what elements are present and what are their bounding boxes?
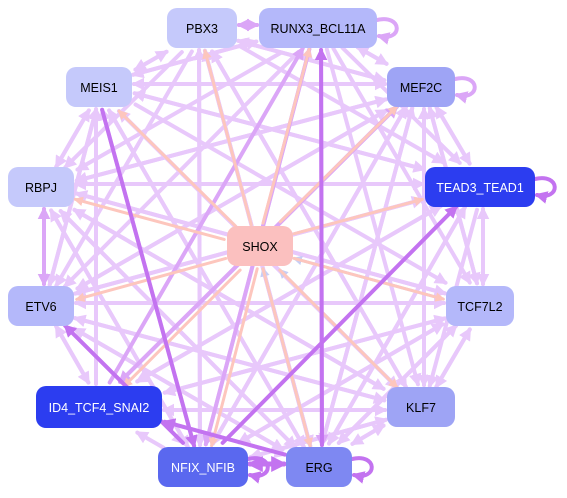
edge-tead3-tead1-to-erg (327, 205, 467, 446)
node-box (66, 67, 132, 107)
edge-shox-to-mef2c (278, 105, 399, 224)
node-label: KLF7 (406, 401, 436, 415)
node-shox[interactable]: SHOX (227, 226, 293, 266)
edge-meis1-to-tcf7l2 (133, 102, 448, 285)
edge-shox-to-tead3-tead1 (292, 196, 425, 236)
node-label: PBX3 (186, 22, 218, 36)
edge-rbpj-to-klf7 (72, 207, 386, 391)
edge-shox-to-id4-tcf4-snai2 (122, 268, 242, 388)
self-loops-layer (246, 17, 557, 484)
node-box (387, 387, 455, 427)
self-loop-nfix-nfib (246, 456, 270, 484)
edge-shox-to-runx3-bcl11a (261, 47, 312, 225)
edge-pbx3-to-nfix-nfib (193, 48, 207, 448)
node-label: TCF7L2 (457, 300, 502, 314)
node-label: RUNX3_BCL11A (271, 22, 367, 36)
edge-shox-to-rbpj (73, 196, 226, 241)
node-box (387, 67, 455, 107)
edge-erg-to-runx3-bcl11a (314, 47, 328, 447)
edge-shox-to-erg (261, 267, 313, 448)
node-rbpj[interactable]: RBPJ (8, 167, 74, 207)
node-tcf7l2[interactable]: TCF7L2 (446, 286, 514, 326)
edge-shox-to-tcf7l2 (292, 256, 446, 302)
edge-id4-tcf4-snai2-to-etv6 (54, 324, 91, 385)
edge-tead3-tead1-to-id4-tcf4-snai2 (135, 204, 443, 384)
edge-mef2c-to-nfix-nfib (211, 105, 408, 446)
edge-meis1-to-nfix-nfib (100, 107, 198, 449)
node-nfix-nfib[interactable]: NFIX_NFIB (158, 447, 248, 487)
edge-klf7-to-tcf7l2 (434, 327, 472, 389)
self-loop-runx3-bcl11a (375, 17, 399, 45)
node-erg[interactable]: ERG (286, 447, 352, 487)
edge-shox-to-etv6 (74, 256, 228, 302)
node-box (259, 8, 377, 48)
edge-runx3-bcl11a-to-tcf7l2 (331, 46, 472, 285)
edge-etv6-to-mef2c (75, 108, 389, 291)
node-pbx3[interactable]: PBX3 (167, 8, 237, 48)
node-box (8, 286, 74, 326)
edge-mef2c-to-runx3-bcl11a (355, 45, 389, 66)
edge-shox-to-nfix-nfib (208, 267, 259, 448)
node-box (8, 167, 74, 207)
edge-rbpj-to-mef2c (74, 95, 389, 183)
edge-rbpj-to-meis1 (54, 108, 91, 169)
edge-pbx3-to-mef2c (236, 38, 387, 84)
node-klf7[interactable]: KLF7 (387, 387, 455, 427)
edges-layer (37, 18, 490, 473)
edge-shox-to-meis1 (117, 109, 238, 228)
node-box (286, 447, 352, 487)
edge-tead3-tead1-to-meis1 (132, 89, 426, 172)
node-box (446, 286, 514, 326)
node-label: MEIS1 (80, 81, 118, 95)
edge-pbx3-to-klf7 (210, 49, 408, 389)
edge-tcf7l2-to-nfix-nfib (237, 322, 445, 445)
node-box (158, 447, 248, 487)
node-label: ETV6 (25, 300, 56, 314)
node-label: SHOX (242, 240, 278, 254)
node-label: MEF2C (400, 81, 442, 95)
node-label: ID4_TCF4_SNAI2 (49, 401, 150, 415)
edge-runx3-bcl11a-to-etv6 (63, 50, 301, 289)
edge-tead3-tead1-to-mef2c (434, 105, 472, 166)
edge-nfix-nfib-to-tead3-tead1 (220, 204, 459, 445)
edge-shox-to-pbx3 (202, 48, 253, 227)
node-label: ERG (305, 461, 332, 475)
edge-nfix-nfib-to-id4-tcf4-snai2 (135, 430, 166, 450)
node-meis1[interactable]: MEIS1 (66, 67, 132, 107)
edge-klf7-to-erg (350, 423, 386, 446)
node-box (227, 226, 293, 266)
node-box (167, 8, 237, 48)
edge-runx3-bcl11a-to-meis1 (130, 39, 259, 79)
self-loop-tead3-tead1 (533, 176, 557, 204)
node-etv6[interactable]: ETV6 (8, 286, 74, 326)
self-loop-mef2c (453, 76, 477, 104)
edge-meis1-to-erg (107, 108, 306, 449)
node-id4-tcf4-snai2[interactable]: ID4_TCF4_SNAI2 (36, 386, 162, 428)
node-box (36, 386, 162, 428)
node-label: NFIX_NFIB (171, 461, 235, 475)
self-loop-erg (350, 456, 374, 484)
edge-pbx3-to-tead3-tead1 (238, 44, 446, 165)
node-label: RBPJ (25, 181, 57, 195)
nodes-layer: PBX3 RUNX3_BCL11A MEIS1 MEF2C RBPJ TEAD3_TEAD… (8, 8, 535, 487)
edge-id4-tcf4-snai2-to-runx3-bcl11a (107, 46, 305, 385)
node-label: TEAD3_TEAD1 (436, 181, 524, 195)
node-mef2c[interactable]: MEF2C (387, 67, 455, 107)
node-runx3-bcl11a[interactable]: RUNX3_BCL11A (259, 8, 377, 48)
edge-id4-tcf4-snai2-to-tcf7l2 (162, 314, 448, 395)
edge-nfix-nfib-to-etv6 (63, 323, 185, 445)
node-box (425, 167, 535, 207)
node-tead3-tead1[interactable]: TEAD3_TEAD1 (425, 167, 535, 207)
